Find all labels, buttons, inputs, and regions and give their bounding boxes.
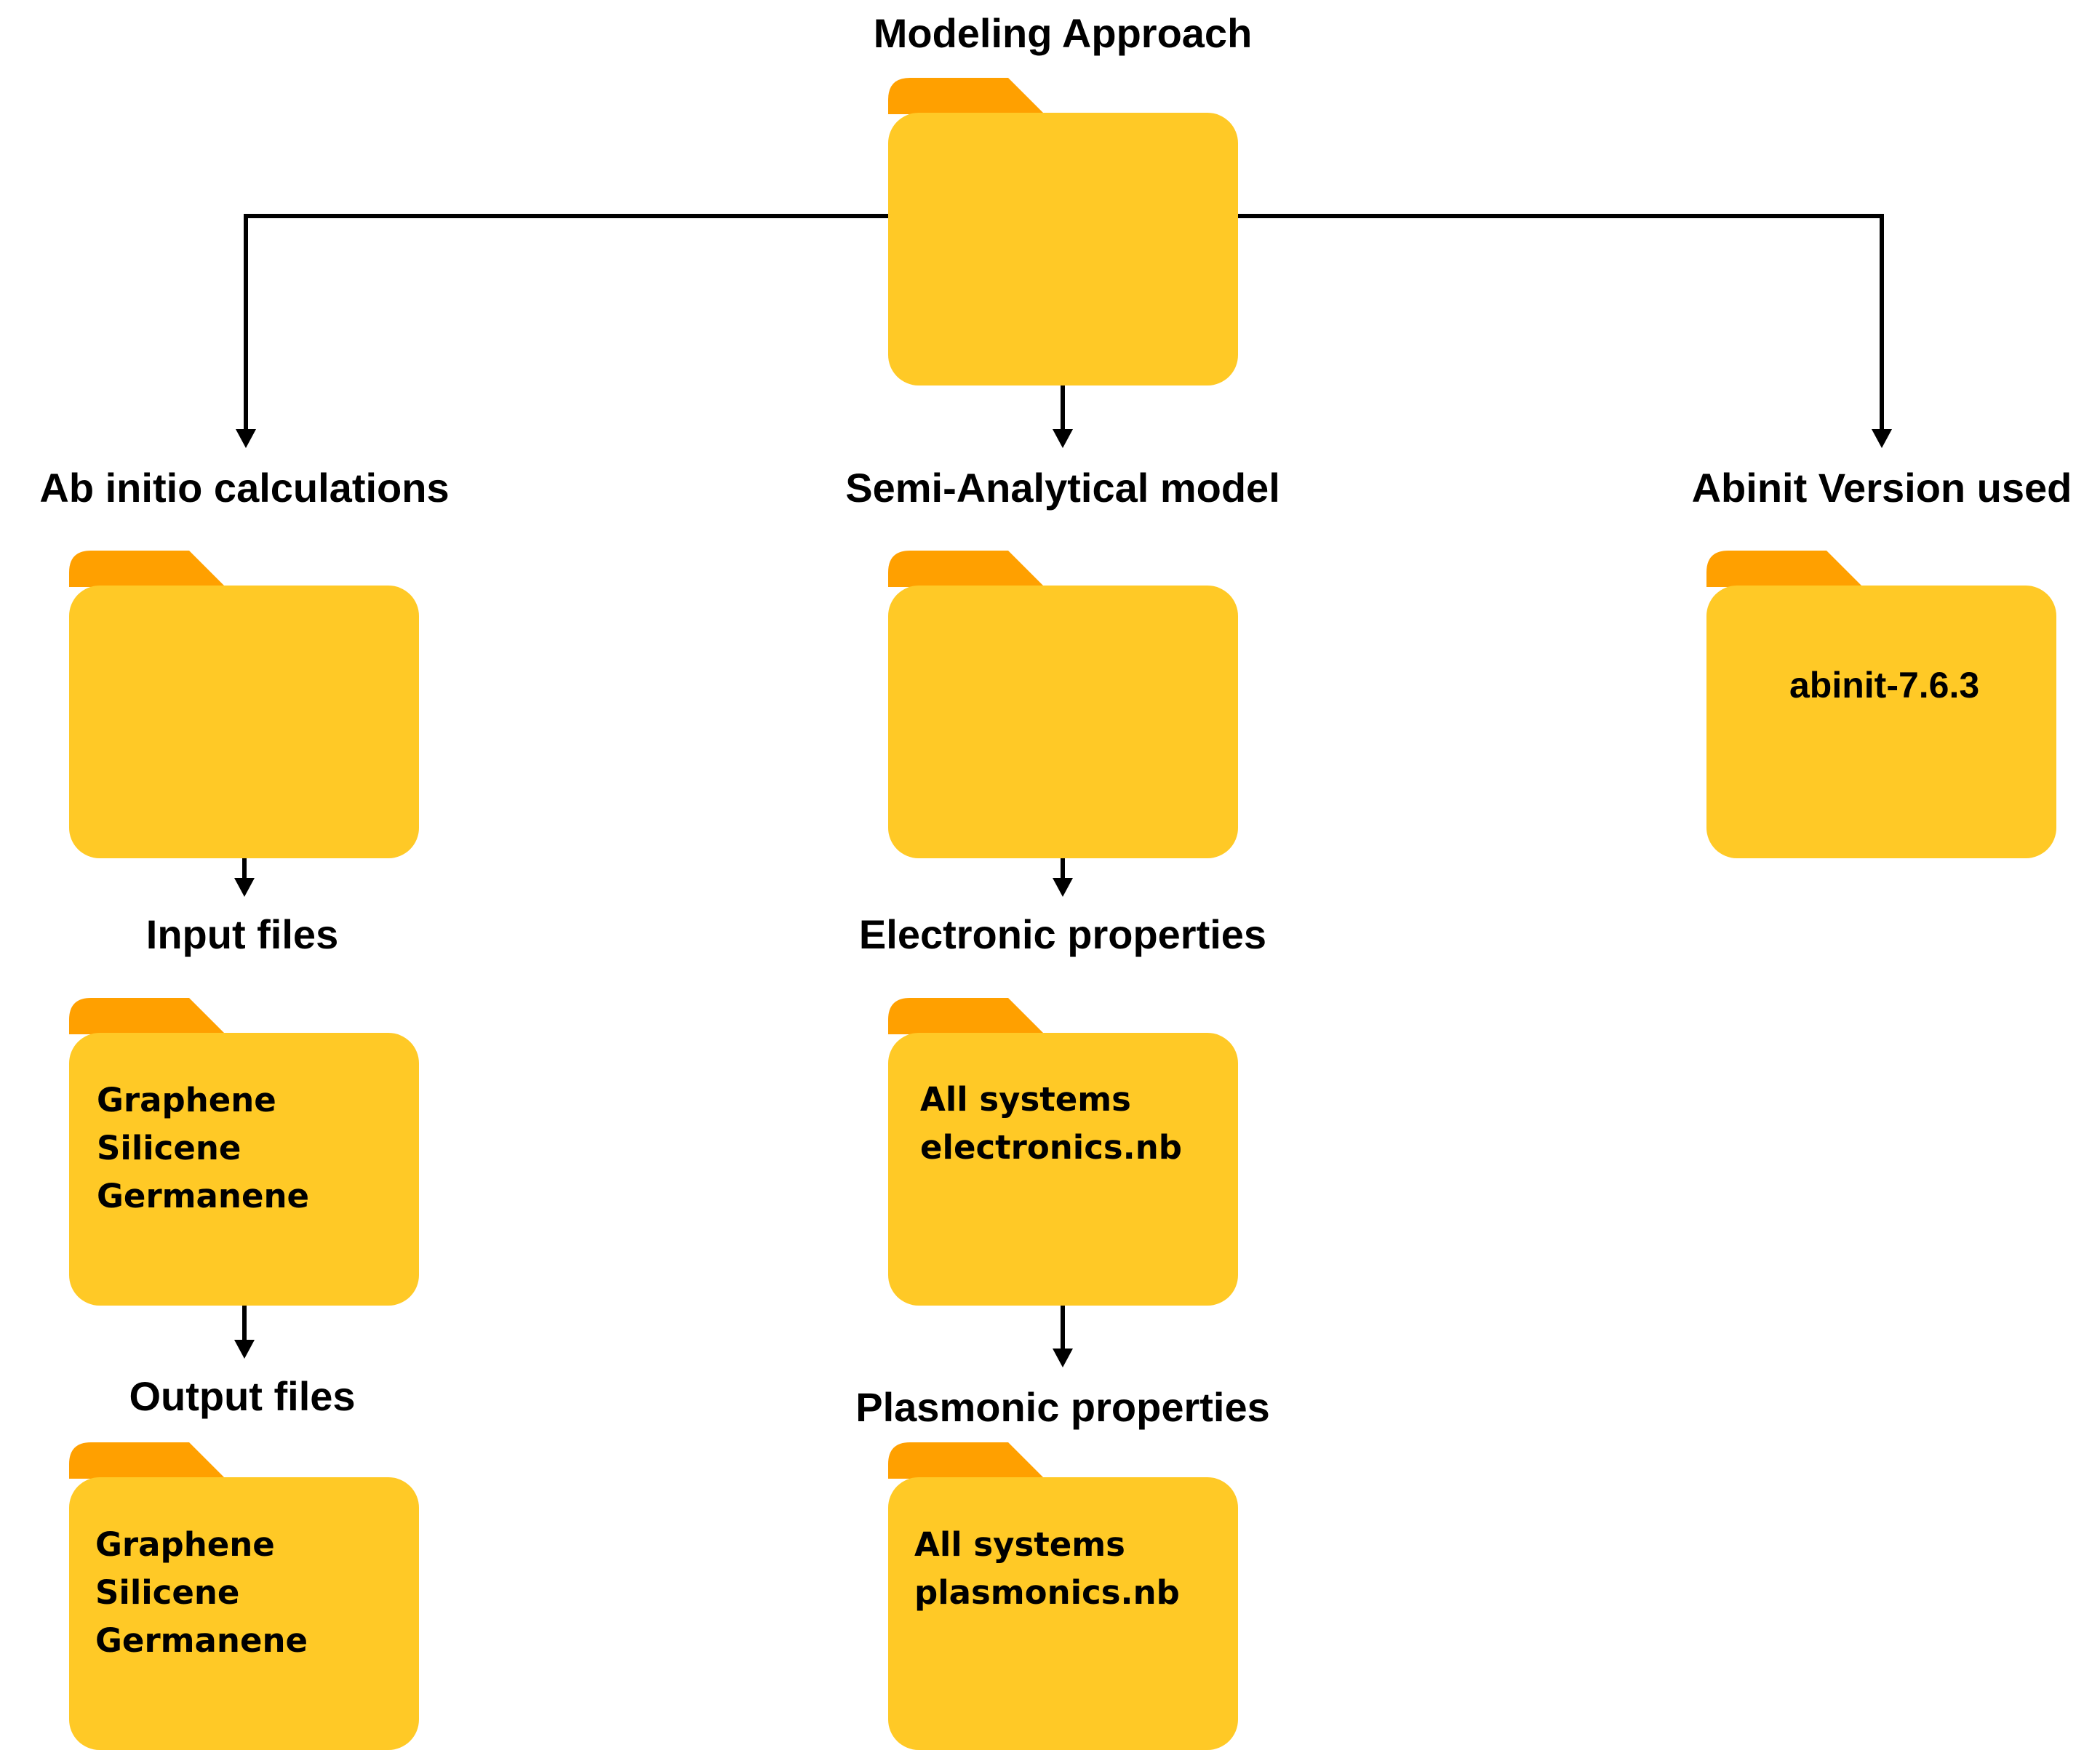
- arrowhead-ab-initio: [236, 429, 256, 448]
- connector-root-to-ab-initio: [244, 214, 888, 431]
- abinit-folder-icon[interactable]: abinit-7.6.3: [1706, 551, 2056, 858]
- output-files-folder-icon[interactable]: Graphene Silicene Germanene: [69, 1442, 419, 1750]
- input-files-title: Input files: [145, 911, 339, 957]
- input-item-silicene: Silicene: [97, 1129, 241, 1167]
- output-item-germanene: Germanene: [95, 1621, 308, 1660]
- arrowhead-output: [234, 1340, 255, 1359]
- arrowhead-input: [234, 878, 255, 897]
- electronic-item-all-systems: All systems: [920, 1080, 1131, 1119]
- electronic-item-notebook: electronics.nb: [920, 1128, 1183, 1167]
- semi-analytical-folder-icon[interactable]: [888, 551, 1238, 858]
- arrowhead-semi-analytical: [1053, 429, 1073, 448]
- arrowhead-electronic: [1053, 878, 1073, 897]
- root-folder-icon[interactable]: [888, 78, 1238, 385]
- arrowhead-abinit: [1872, 429, 1892, 448]
- electronic-folder-contents: All systems electronics.nb: [920, 1076, 1182, 1172]
- semi-analytical-title: Semi-Analytical model: [845, 465, 1280, 511]
- output-files-folder-contents: Graphene Silicene Germanene: [95, 1521, 308, 1665]
- ab-initio-folder-icon[interactable]: [69, 551, 419, 858]
- electronic-properties-folder-icon[interactable]: All systems electronics.nb: [888, 998, 1238, 1306]
- connector-root-to-abinit: [1238, 214, 1884, 431]
- arrowhead-plasmonic: [1053, 1349, 1073, 1367]
- input-files-folder-contents: Graphene Silicene Germanene: [97, 1076, 309, 1220]
- root-title: Modeling Approach: [873, 10, 1253, 56]
- output-files-title: Output files: [129, 1373, 356, 1419]
- electronic-properties-title: Electronic properties: [858, 911, 1267, 957]
- input-item-germanene: Germanene: [97, 1177, 310, 1215]
- plasmonic-properties-title: Plasmonic properties: [855, 1384, 1270, 1430]
- plasmonic-properties-folder-icon[interactable]: All systems plasmonics.nb: [888, 1442, 1238, 1750]
- abinit-title: Abinit Version used: [1691, 465, 2072, 511]
- plasmonic-folder-contents: All systems plasmonics.nb: [914, 1521, 1180, 1617]
- input-item-graphene: Graphene: [97, 1081, 276, 1119]
- plasmonic-item-notebook: plasmonics.nb: [914, 1573, 1180, 1612]
- abinit-folder-contents: abinit-7.6.3: [1789, 661, 1979, 709]
- plasmonic-item-all-systems: All systems: [914, 1525, 1125, 1564]
- ab-initio-title: Ab initio calculations: [39, 465, 450, 511]
- output-item-graphene: Graphene: [95, 1525, 275, 1564]
- abinit-version-text: abinit-7.6.3: [1789, 665, 1980, 706]
- input-files-folder-icon[interactable]: Graphene Silicene Germanene: [69, 998, 419, 1306]
- output-item-silicene: Silicene: [95, 1573, 240, 1612]
